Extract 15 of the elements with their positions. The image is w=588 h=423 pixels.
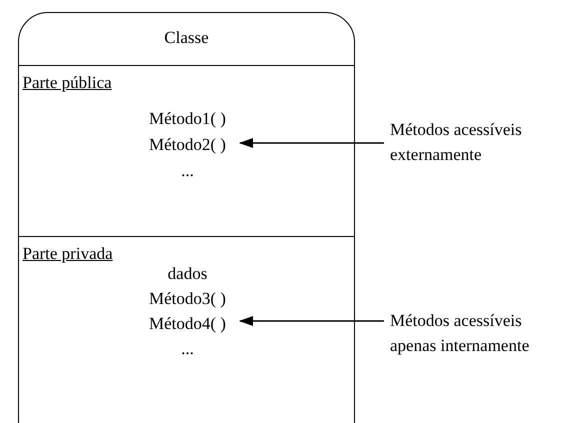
ellipsis: ... bbox=[180, 338, 195, 360]
member-name: Método3( ) bbox=[149, 288, 226, 310]
arrow bbox=[238, 316, 384, 326]
note-text: Métodos acessíveis apenas internamente bbox=[390, 310, 530, 357]
section-heading: Parte pública bbox=[22, 72, 112, 94]
section-heading: Parte privada bbox=[22, 243, 113, 265]
note-text: Métodos acessíveis externamente bbox=[390, 119, 523, 166]
arrow bbox=[238, 138, 384, 148]
class-box bbox=[18, 12, 355, 423]
member-name: dados bbox=[166, 263, 208, 285]
member-name: Método1( ) bbox=[149, 108, 226, 130]
member-name: Método2( ) bbox=[149, 134, 226, 156]
class-name: Classe bbox=[163, 27, 210, 49]
ellipsis: ... bbox=[180, 160, 195, 182]
member-name: Método4( ) bbox=[149, 313, 226, 335]
